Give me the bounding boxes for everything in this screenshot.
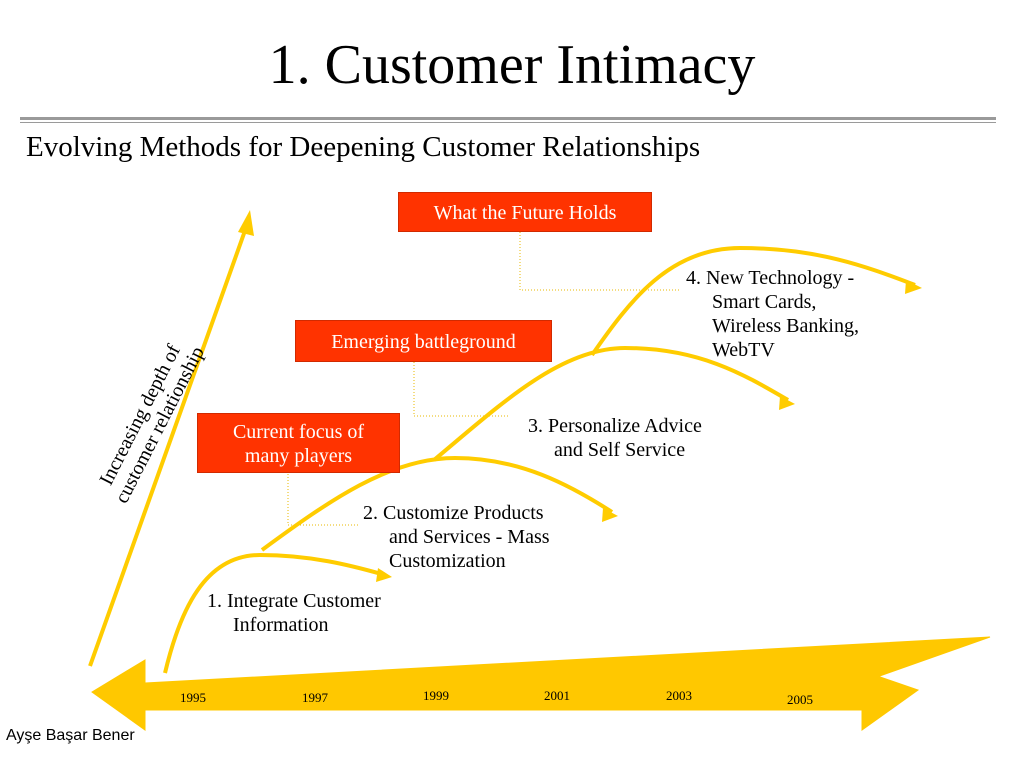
stage-1-curve: [163, 552, 386, 674]
year-2003: 2003: [666, 688, 692, 703]
timeline-arrow: [91, 636, 991, 731]
stage-4-line4: WebTV: [712, 339, 775, 361]
connector-current: [287, 474, 360, 526]
tag-current: Current focus of many players: [197, 413, 400, 473]
slide-subtitle: Evolving Methods for Deepening Customer …: [26, 131, 701, 163]
title-rule-thin: [20, 122, 996, 123]
tag-future: What the Future Holds: [398, 192, 652, 232]
connector-emerging: [413, 362, 510, 417]
stage-3-arrowhead: [779, 396, 795, 410]
stage-2-line1: 2. Customize Products: [363, 502, 544, 524]
year-1995: 1995: [180, 690, 206, 705]
stage-1-label: 1. Integrate Customer Information: [207, 589, 381, 637]
tag-current-line2: many players: [244, 445, 353, 467]
tag-current-line1: Current focus of: [232, 421, 365, 443]
stage-2-label: 2. Customize Products and Services - Mas…: [363, 501, 550, 573]
connector-future: [519, 232, 680, 291]
tag-emerging-label: Emerging battleground: [331, 331, 516, 353]
stage-4-label: 4. New Technology - Smart Cards, Wireles…: [686, 266, 859, 362]
stage-4-line3: Wireless Banking,: [712, 315, 859, 337]
stage-2-line2: and Services - Mass: [389, 526, 550, 548]
stage-3-curve: [432, 345, 790, 462]
stage-4-arrowhead: [905, 280, 922, 294]
stage-4-curve: [590, 245, 916, 357]
stage-2-curve: [260, 455, 614, 552]
tag-emerging: Emerging battleground: [295, 320, 552, 362]
stage-2-line3: Customization: [389, 550, 506, 572]
stage-2-arrowhead: [602, 508, 618, 522]
stage-1-arrowhead: [376, 568, 392, 582]
year-1997: 1997: [302, 690, 328, 705]
slide-title: 1. Customer Intimacy: [268, 34, 756, 96]
stage-3-label: 3. Personalize Advice and Self Service: [528, 414, 702, 462]
year-1999: 1999: [423, 688, 449, 703]
year-2001: 2001: [544, 688, 570, 703]
stage-4-line1: 4. New Technology -: [686, 267, 855, 289]
stage-3-line2: and Self Service: [554, 439, 686, 461]
stage-1-line2: Information: [233, 614, 329, 636]
depth-axis-arrowhead: [238, 210, 254, 236]
tag-future-label: What the Future Holds: [433, 202, 617, 224]
stage-1-line1: 1. Integrate Customer: [207, 590, 381, 612]
stage-4-line2: Smart Cards,: [712, 291, 817, 313]
year-2005: 2005: [787, 692, 813, 707]
stage-3-line1: 3. Personalize Advice: [528, 415, 702, 437]
author-footer: Ayşe Başar Bener: [6, 727, 135, 744]
title-rule: [20, 117, 996, 120]
depth-axis-line: [88, 224, 249, 667]
